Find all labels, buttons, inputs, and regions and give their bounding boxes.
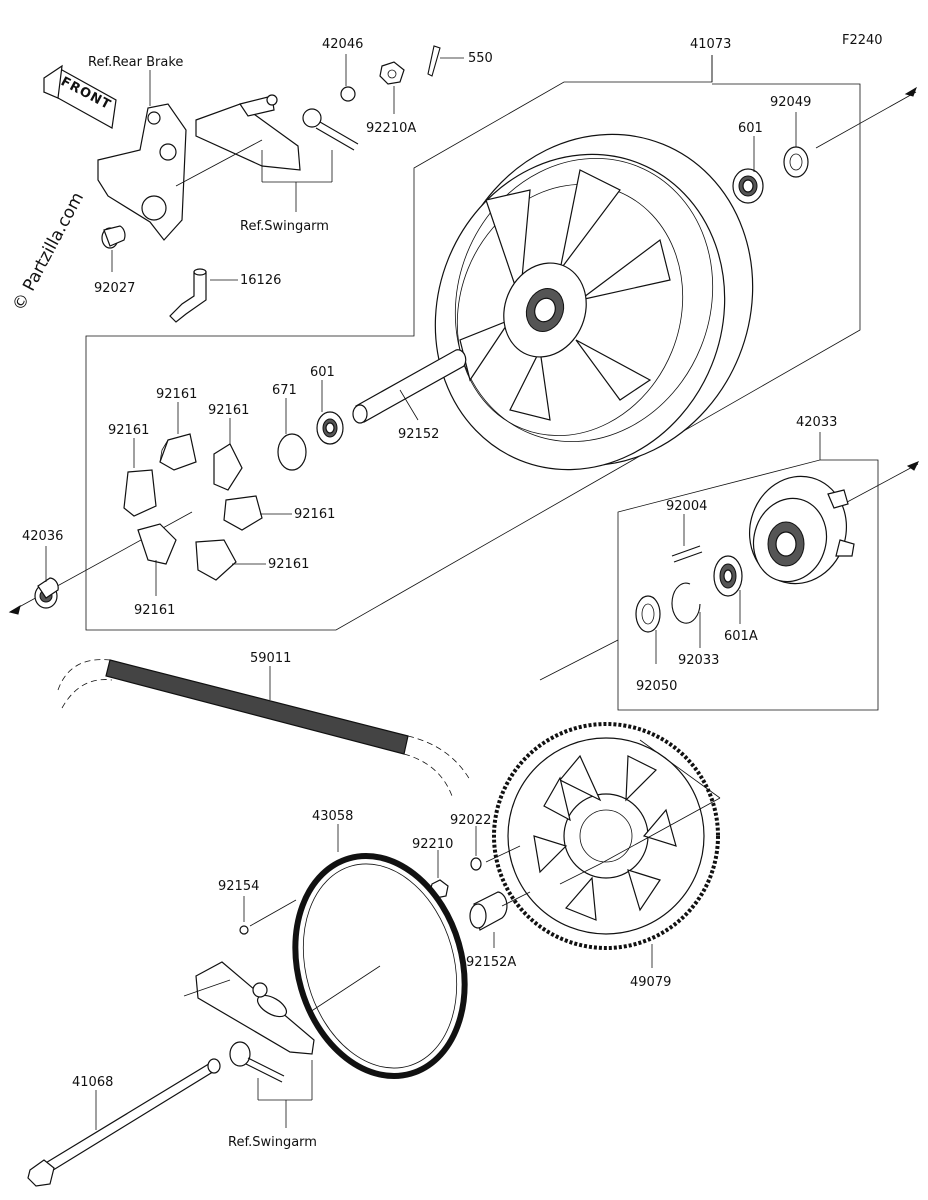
bearing-601-mid — [316, 411, 344, 445]
part-label-550: 550 — [468, 51, 493, 66]
damper-92161-d — [223, 495, 263, 531]
label-ref-swingarm-bottom: Ref.Swingarm — [228, 1135, 317, 1150]
part-label-92161-e: 92161 — [268, 557, 309, 572]
damper-92161-f — [195, 539, 237, 581]
seal-92050 — [635, 595, 661, 633]
part-label-92161-c: 92161 — [108, 423, 149, 438]
part-label-41073: 41073 — [690, 37, 731, 52]
part-label-41068: 41068 — [72, 1075, 113, 1090]
part-label-92161-d: 92161 — [294, 507, 335, 522]
part-label-92152: 92152 — [398, 427, 439, 442]
rear-wheel — [434, 133, 754, 471]
part-label-92049: 92049 — [770, 95, 811, 110]
stud-92004 — [671, 545, 703, 563]
sprocket-hub-42033 — [748, 475, 855, 585]
part-label-42036: 42036 — [22, 529, 63, 544]
adjuster-bolt-top — [302, 108, 359, 151]
valve-16126 — [169, 268, 207, 323]
o-ring-671 — [277, 433, 307, 471]
axle-41068 — [27, 1058, 221, 1187]
part-label-92027: 92027 — [94, 281, 135, 296]
part-label-92161-a: 92161 — [156, 387, 197, 402]
damper-92161-e — [137, 523, 177, 565]
adjuster-bolt-bottom — [229, 1041, 285, 1083]
bearing-601-top — [732, 168, 764, 204]
part-label-601-mid: 601 — [310, 365, 335, 380]
rear-sprocket-49079 — [492, 722, 720, 950]
part-label-92152a: 92152A — [466, 955, 516, 970]
part-label-92161-f: 92161 — [134, 603, 175, 618]
part-label-59011: 59011 — [250, 651, 291, 666]
diagram-code: F2240 — [842, 33, 883, 48]
collar-92027 — [101, 225, 126, 249]
rear-brake-bracket — [97, 103, 187, 241]
circlip-92033 — [671, 582, 701, 624]
label-ref-swingarm-top: Ref.Swingarm — [240, 219, 329, 234]
bolt-92154 — [239, 925, 249, 935]
collar-42036 — [34, 577, 59, 609]
part-label-43058: 43058 — [312, 809, 353, 824]
damper-92161-b — [213, 443, 243, 491]
damper-92161-a — [159, 433, 197, 471]
part-label-42046: 42046 — [322, 37, 363, 52]
watermark: © Partzilla.com — [9, 189, 88, 314]
part-label-601-top: 601 — [738, 121, 763, 136]
damper-92161-c — [123, 469, 157, 517]
part-label-92004: 92004 — [666, 499, 707, 514]
collar-92152a — [469, 891, 508, 931]
swingarm-bracket-top — [195, 94, 301, 171]
part-label-92022: 92022 — [450, 813, 491, 828]
part-label-601a: 601A — [724, 629, 758, 644]
collar-92152 — [352, 349, 467, 424]
part-label-92154: 92154 — [218, 879, 259, 894]
washer-42046 — [340, 86, 356, 102]
part-label-92050: 92050 — [636, 679, 677, 694]
front-arrow-icon: FRONT — [43, 64, 117, 129]
part-label-671: 671 — [272, 383, 297, 398]
part-label-92210a: 92210A — [366, 121, 416, 136]
drive-belt-59011 — [57, 659, 471, 797]
swingarm-bracket-bottom — [195, 961, 315, 1055]
part-label-49079: 49079 — [630, 975, 671, 990]
washer-92022 — [470, 857, 482, 871]
bearing-601a — [713, 555, 743, 597]
seal-92049 — [783, 146, 809, 178]
part-label-42033: 42033 — [796, 415, 837, 430]
label-ref-rear-brake: Ref.Rear Brake — [88, 55, 183, 70]
part-label-92161-b: 92161 — [208, 403, 249, 418]
part-label-92210: 92210 — [412, 837, 453, 852]
part-label-92033: 92033 — [678, 653, 719, 668]
part-label-16126: 16126 — [240, 273, 281, 288]
cotter-pin-550 — [427, 45, 441, 77]
nut-92210a — [379, 61, 405, 85]
